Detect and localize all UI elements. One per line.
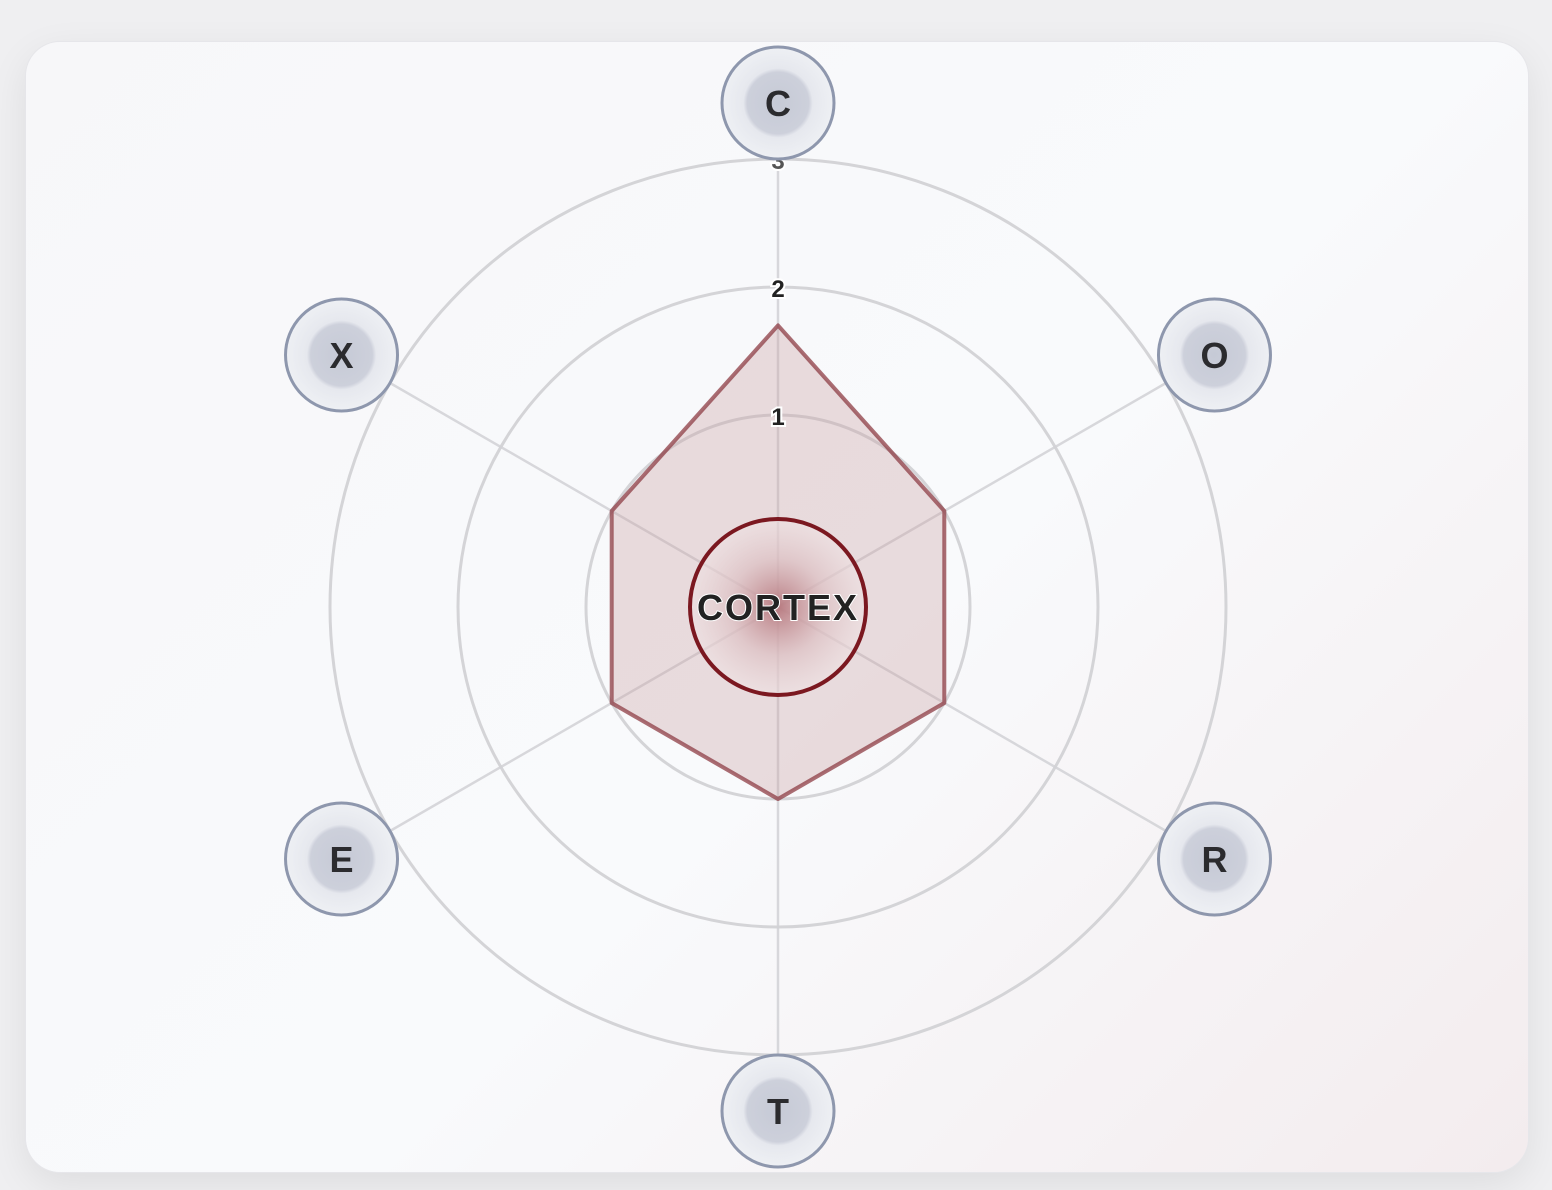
axis-node-ring — [1156, 297, 1272, 413]
axis-node-ring — [720, 45, 836, 161]
axis-node-ring — [1156, 801, 1272, 917]
axis-node-e[interactable]: E — [284, 801, 400, 917]
axis-node-o[interactable]: O — [1156, 297, 1272, 413]
axis-label-t: T — [767, 1091, 789, 1132]
axis-node-ring — [284, 801, 400, 917]
axis-nodes[interactable]: C O R T E X — [284, 45, 1272, 1169]
axis-label-x: X — [330, 335, 354, 376]
center-label: CORTEX — [697, 587, 859, 628]
axis-label-o: O — [1200, 335, 1228, 376]
axis-label-r: R — [1201, 839, 1227, 880]
axis-node-x[interactable]: X — [284, 297, 400, 413]
axis-label-c: C — [765, 83, 791, 124]
axis-node-c[interactable]: C — [720, 45, 836, 161]
ring-label-1: 1 — [771, 404, 784, 431]
axis-node-ring — [284, 297, 400, 413]
axis-label-e: E — [330, 839, 354, 880]
axis-node-r[interactable]: R — [1156, 801, 1272, 917]
ring-label-2: 2 — [771, 276, 784, 303]
center-core — [688, 517, 868, 697]
axis-node-t[interactable]: T — [720, 1053, 836, 1169]
axis-node-ring — [720, 1053, 836, 1169]
